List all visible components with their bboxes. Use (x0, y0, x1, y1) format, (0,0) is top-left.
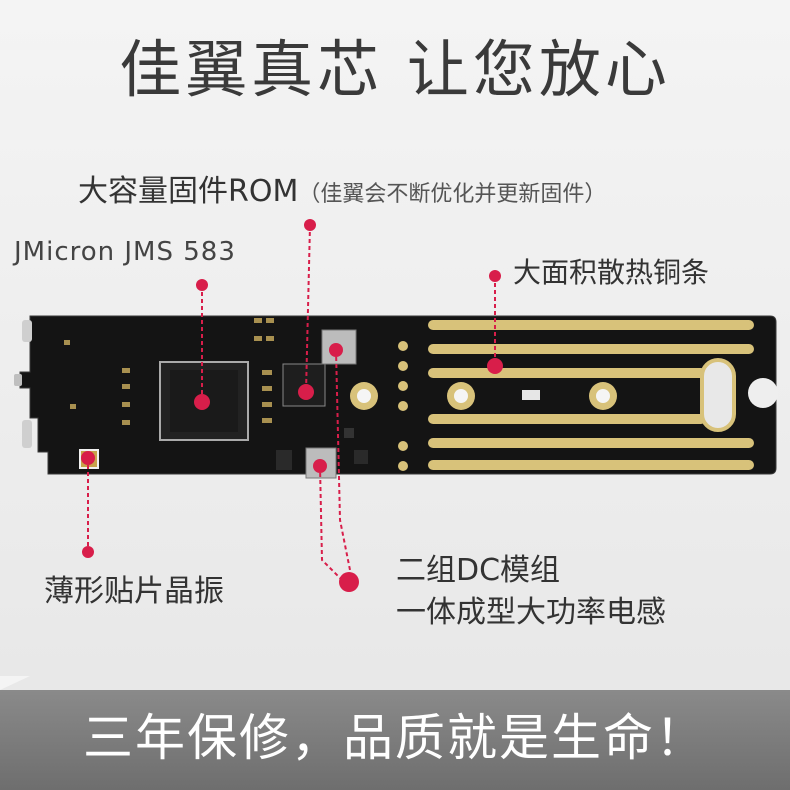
callout-markers (81, 219, 503, 592)
callout-lines (87, 224, 496, 585)
headline-title: 佳翼真芯 让您放心 (119, 33, 671, 106)
mounting-holes (350, 382, 617, 410)
status-led (522, 390, 540, 400)
dc-module-label: 二组DC模组 (396, 553, 561, 588)
copper-heat-strips (428, 320, 754, 470)
slot-cutout (700, 358, 736, 432)
banner-corner (0, 676, 30, 690)
rom-label-text: 大容量固件ROM (78, 174, 299, 209)
mount-notch (748, 378, 778, 408)
crystal-label: 薄形贴片晶振 (44, 574, 224, 609)
rom-callout: 大容量固件ROM（佳翼会不断优化并更新固件） (78, 170, 606, 217)
edge-connector (14, 320, 32, 448)
copper-label: 大面积散热铜条 (513, 256, 710, 289)
rom-note-text: （佳翼会不断优化并更新固件） (298, 182, 607, 207)
inductor-label: 一体成型大功率电感 (396, 595, 666, 630)
slogan-text: 三年保修，品质就是生命！ (83, 709, 707, 767)
slogan-banner (0, 690, 790, 790)
via-pads (398, 341, 408, 471)
chip-label: JMicron JMS 583 (14, 237, 236, 267)
pcb-board (19, 315, 777, 475)
smd-components (64, 318, 368, 470)
